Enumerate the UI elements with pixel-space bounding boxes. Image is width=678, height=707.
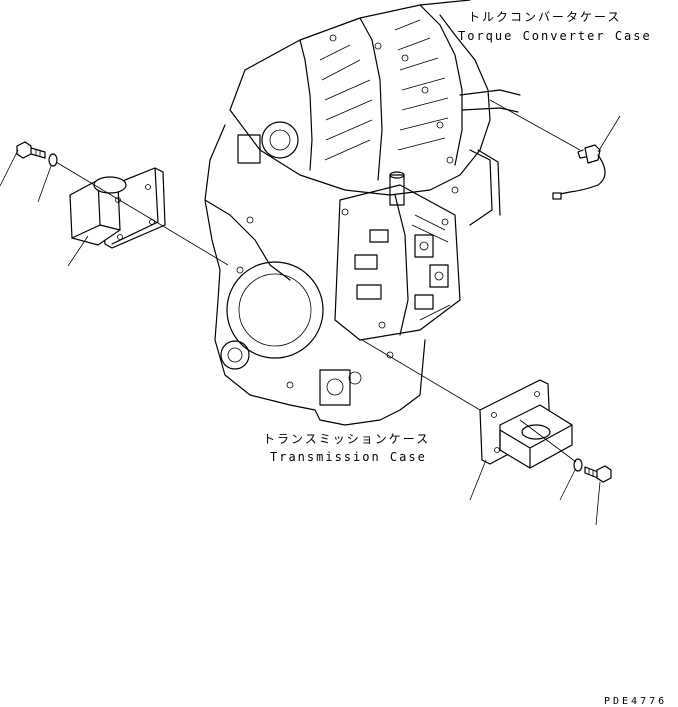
torque-converter-case-label-jp: トルクコンバータケース	[468, 10, 622, 24]
torque-converter-case	[229, 0, 521, 226]
sensor-with-harness	[552, 144, 606, 200]
drawing-code: PDE4776	[604, 696, 668, 707]
leader-lines	[0, 115, 621, 526]
right-bolt	[584, 465, 612, 483]
control-valve-assembly	[334, 171, 461, 341]
right-washer	[573, 458, 583, 472]
assembly-lines	[55, 99, 581, 463]
left-mount-bracket	[69, 167, 166, 249]
transmission-case	[204, 121, 426, 426]
right-mount-bracket	[479, 379, 573, 469]
left-washer	[48, 153, 58, 167]
transmission-case-label-jp: トランスミッションケース	[263, 432, 431, 446]
left-bolt	[16, 141, 46, 159]
torque-converter-case-label-en: Torque Converter Case	[458, 29, 652, 43]
transmission-case-label-en: Transmission Case	[270, 450, 427, 464]
